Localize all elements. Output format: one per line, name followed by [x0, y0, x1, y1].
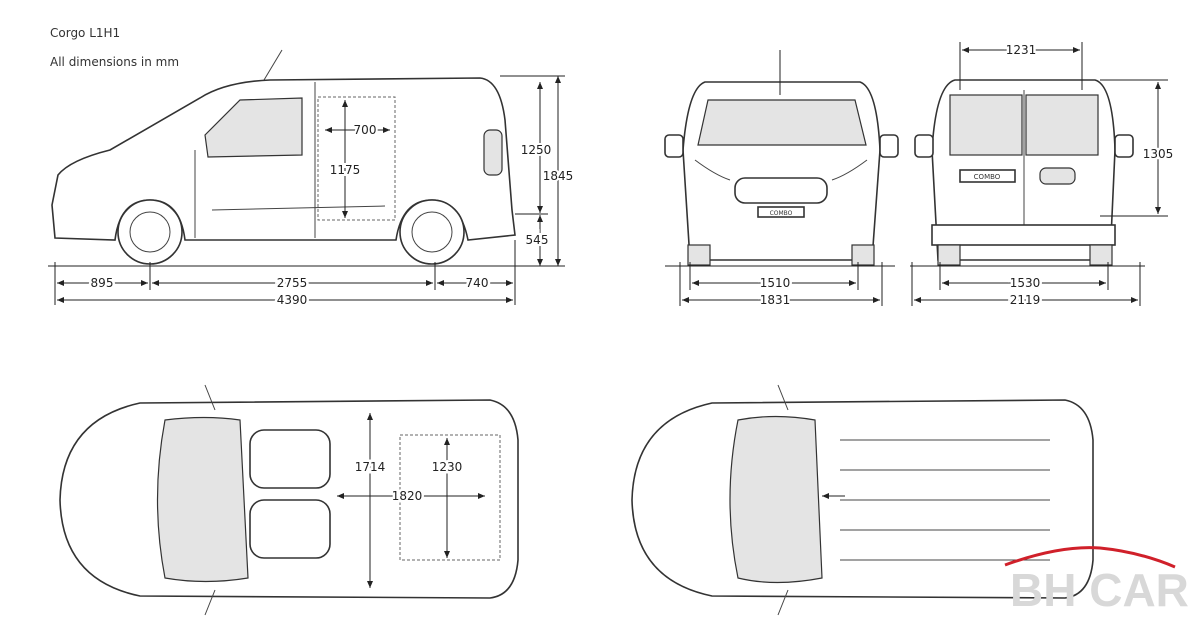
rear-overhang-label: 740 [466, 276, 489, 290]
rear-door-width-label: 1231 [1006, 43, 1037, 57]
top-cargo-width-label: 1714 [355, 460, 386, 474]
front-badge: COMBO [770, 210, 793, 217]
rear-door-height-label: 1305 [1143, 147, 1174, 161]
side-view: 700 1175 1250 545 1845 895 2755 740 4390 [48, 75, 575, 310]
top-view-cutaway: 1714 1230 1820 [59, 384, 519, 616]
top-view-roof [631, 384, 1094, 616]
cargo-height-label: 1175 [330, 163, 361, 177]
wheelbase-label: 2755 [277, 276, 308, 290]
total-height-label: 1845 [543, 169, 574, 183]
front-overhang-label: 895 [91, 276, 114, 290]
units-note: All dimensions in mm [50, 55, 179, 69]
front-total-width-label: 1831 [760, 293, 791, 307]
front-view: COMBO 1510 1831 [664, 50, 899, 310]
rear-wheel [399, 199, 465, 265]
top-cargo-length-label: 1820 [392, 489, 423, 503]
model-title: Corgo L1H1 [50, 26, 120, 40]
between-arches-label: 1230 [432, 460, 463, 474]
total-length-label: 4390 [277, 293, 308, 307]
cargo-width-label: 700 [354, 123, 377, 137]
watermark-text: BH CAR [1010, 564, 1189, 616]
front-wheel [117, 199, 183, 265]
rear-badge: COMBO [974, 173, 1001, 181]
rear-total-width-label: 2119 [1010, 293, 1041, 307]
watermark-logo: BH CAR [1004, 546, 1189, 616]
ground-clearance-label: 545 [526, 233, 549, 247]
rear-view: COMBO 1231 1305 1530 2119 [910, 41, 1176, 310]
front-track-label: 1510 [760, 276, 791, 290]
rear-track-label: 1530 [1010, 276, 1041, 290]
roof-height-label: 1250 [521, 143, 552, 157]
